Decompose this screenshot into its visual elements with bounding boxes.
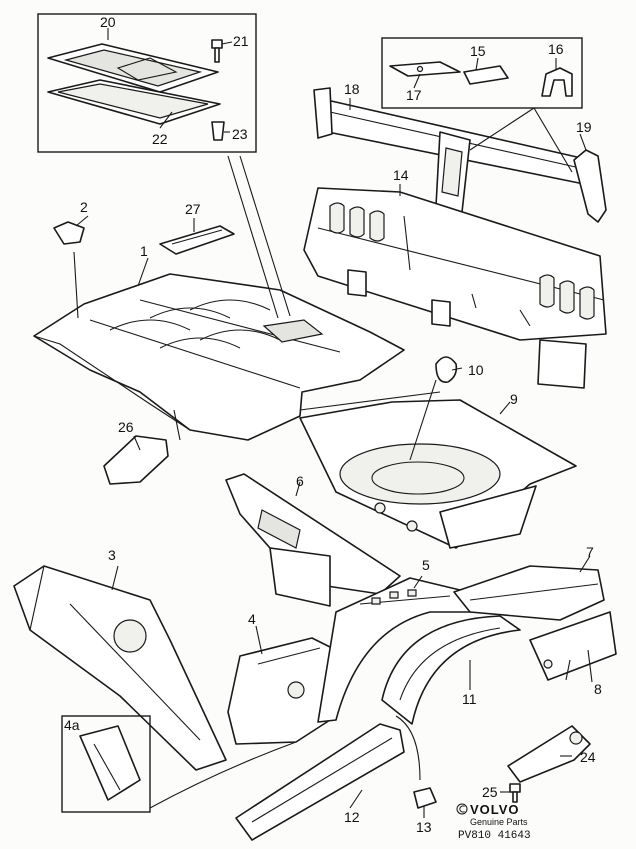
- callout-11: 11: [462, 691, 477, 707]
- callout-19: 19: [576, 119, 592, 135]
- part-1-floor-panel: [33, 273, 405, 441]
- callout-12: 12: [344, 809, 360, 825]
- part-22-gasket: [47, 79, 221, 125]
- part-26-support: [103, 435, 169, 485]
- callout-2: 2: [80, 199, 88, 215]
- callout-27: 27: [185, 201, 201, 217]
- callout-8: 8: [594, 681, 602, 697]
- callout-9: 9: [510, 391, 518, 407]
- callout-16: 16: [548, 41, 564, 57]
- part-20-hatch-cover: [47, 43, 219, 93]
- inset-box-hatch: [37, 13, 257, 153]
- inset-box-brackets: [381, 37, 583, 109]
- part-7-rear-member: [453, 565, 605, 621]
- part-8-floor-section: [529, 611, 617, 681]
- part-24-hinge-bracket: [507, 725, 591, 783]
- genuine-parts-text: Genuine Parts: [470, 817, 528, 827]
- callout-3: 3: [108, 547, 116, 563]
- part-27-reinforcement: [159, 225, 235, 255]
- callout-22: 22: [152, 131, 168, 147]
- part-21-bolt: [211, 39, 223, 63]
- callout-14: 14: [393, 167, 409, 183]
- callout-17: 17: [406, 87, 422, 103]
- part-23-clip: [211, 121, 225, 141]
- part-25-screw: [509, 783, 521, 803]
- volvo-logo-text: VOLVO: [470, 802, 520, 817]
- callout-26: 26: [118, 419, 134, 435]
- volvo-footer: VOLVO Genuine Parts PV810 41643: [456, 802, 531, 842]
- callout-23: 23: [232, 126, 248, 142]
- part-3-inner-panel: [13, 565, 227, 771]
- part-5-wheel-housing: [317, 577, 481, 723]
- part-4-wheel-arch: [227, 637, 337, 745]
- part-18-crossmember: [313, 87, 591, 213]
- part-13-clip: [413, 787, 437, 809]
- part-19-end-piece: [573, 149, 607, 223]
- callout-15: 15: [470, 43, 486, 59]
- callout-7: 7: [586, 544, 594, 560]
- callout-20: 20: [100, 14, 116, 30]
- callout-4a: 4a: [64, 717, 80, 733]
- part-10-plug: [435, 356, 458, 383]
- inset-box-4a: [61, 715, 151, 813]
- part-11-arch-liner: [381, 615, 521, 725]
- part-15-plate: [463, 65, 509, 85]
- callout-labels: 20 21 22 23 15 16 17 18 19 14 2 27 1 10 …: [64, 14, 602, 835]
- callout-18: 18: [344, 81, 360, 97]
- callout-13: 13: [416, 819, 432, 835]
- callout-24: 24: [580, 749, 596, 765]
- callout-21: 21: [233, 33, 249, 49]
- part-4a-bracket: [79, 725, 141, 801]
- callout-4: 4: [248, 611, 256, 627]
- callout-10: 10: [468, 362, 484, 378]
- callout-6: 6: [296, 473, 304, 489]
- part-2-bracket: [53, 221, 85, 245]
- part-12-sill: [235, 723, 405, 841]
- callout-5: 5: [422, 557, 430, 573]
- copyright-icon: [456, 803, 468, 815]
- leader-lines: [73, 28, 593, 818]
- part-6-side-member: [225, 473, 401, 607]
- callout-25: 25: [482, 784, 498, 800]
- part-14-rear-panel: [303, 187, 607, 389]
- diagram-code: PV810 41643: [458, 830, 531, 842]
- part-16-bracket: [541, 67, 573, 97]
- part-9-spare-wheel-well: [299, 399, 577, 549]
- callout-1: 1: [140, 243, 148, 259]
- part-17-strip: [389, 61, 461, 77]
